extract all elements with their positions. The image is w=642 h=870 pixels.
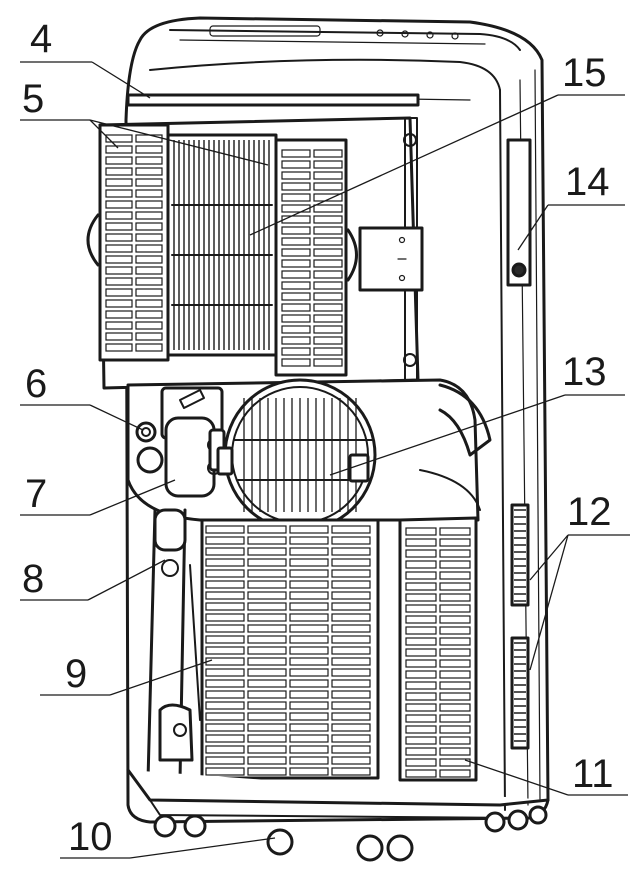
callout-14: 14 — [565, 160, 610, 204]
right-filter-panel — [274, 138, 358, 377]
callout-4: 4 — [30, 17, 52, 61]
cord-holder — [146, 508, 201, 782]
drain-assembly — [135, 386, 226, 498]
callout-8: 8 — [22, 557, 44, 601]
callout-12: 12 — [567, 490, 612, 534]
callout-5: 5 — [22, 77, 44, 121]
right-lower-filter — [398, 516, 478, 782]
mounting-bracket — [358, 226, 424, 292]
side-vents — [510, 503, 530, 750]
callout-10: 10 — [68, 815, 113, 859]
side-recess — [506, 138, 532, 287]
exhaust-port — [216, 378, 377, 532]
left-filter-panel — [86, 123, 170, 362]
evaporator-grille — [166, 133, 278, 357]
lower-intake-grille — [200, 518, 380, 780]
leader-lines — [20, 61, 630, 859]
callout-9: 9 — [65, 652, 87, 696]
base-and-wheels — [126, 768, 550, 862]
callout-labels: 4 5 15 14 6 13 7 12 8 9 11 10 — [22, 17, 614, 859]
callout-7: 7 — [25, 472, 47, 516]
callout-6: 6 — [25, 362, 47, 406]
callout-13: 13 — [562, 350, 607, 394]
callout-11: 11 — [572, 752, 614, 796]
callout-15: 15 — [562, 51, 607, 95]
